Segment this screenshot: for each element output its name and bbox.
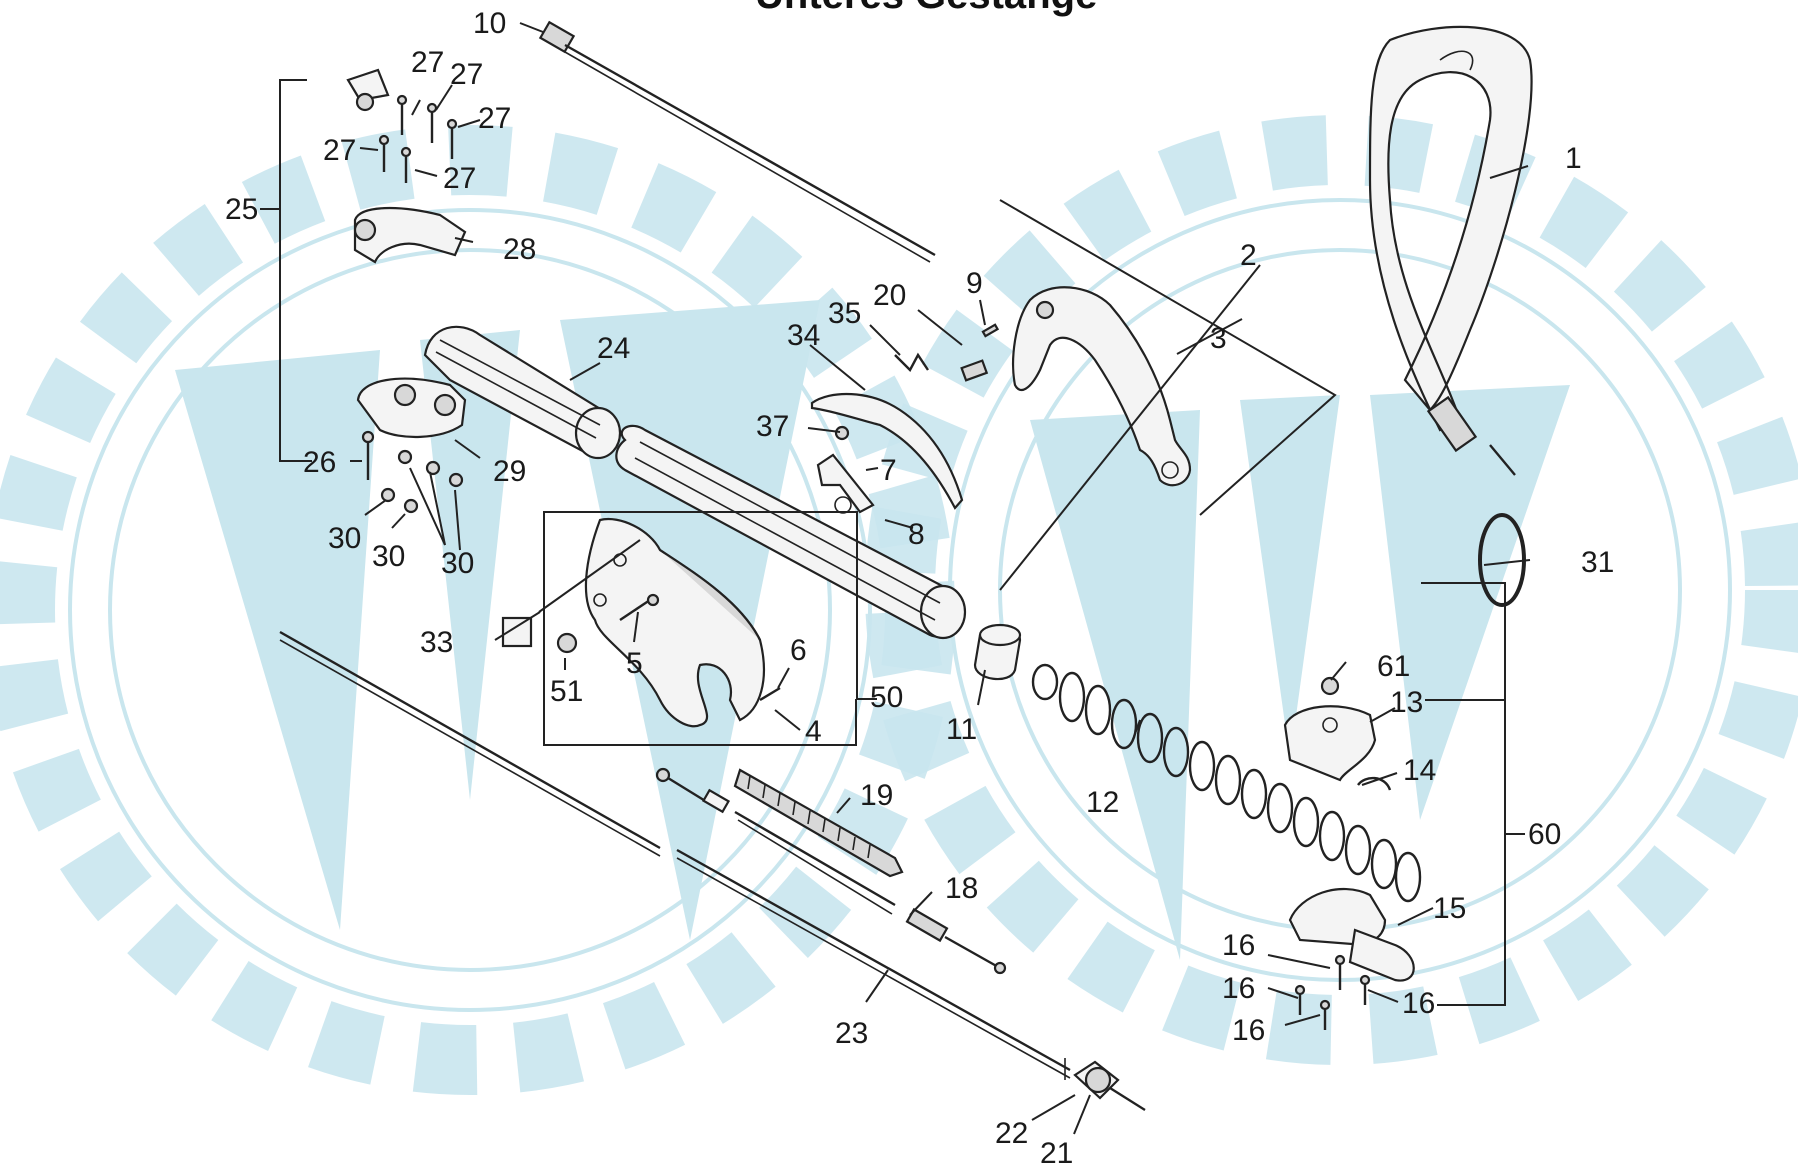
throttle-cable-part (655, 767, 1007, 975)
callout-14: 14 (1403, 754, 1436, 787)
callout-2: 2 (1240, 239, 1257, 272)
callout-27b: 27 (450, 58, 483, 91)
watermark-logo (0, 115, 1798, 1095)
callout-60: 60 (1528, 818, 1561, 851)
clamp-lower-29 (356, 377, 467, 438)
callout-61: 61 (1377, 650, 1410, 683)
grip-sleeve-part (423, 325, 622, 460)
screws-16 (1294, 954, 1371, 1030)
main-tube-part (615, 424, 967, 640)
watermark-w-right (1030, 385, 1570, 960)
callout-34: 34 (787, 319, 820, 352)
coil-spring-part (1031, 663, 1422, 903)
callout-21: 21 (1040, 1137, 1073, 1170)
callout-29: 29 (493, 455, 526, 488)
callout-1: 1 (1565, 142, 1582, 175)
callout-31: 31 (1581, 546, 1614, 579)
callout-10: 10 (473, 7, 506, 40)
callout-26: 26 (303, 446, 336, 479)
callout-27d: 27 (323, 134, 356, 167)
callout-27a: 27 (411, 46, 444, 79)
callout-9: 9 (966, 267, 983, 300)
callout-50: 50 (870, 681, 903, 714)
callout-13: 13 (1390, 686, 1423, 719)
callout-25: 25 (225, 193, 258, 226)
callout-5: 5 (626, 647, 643, 680)
callout-3: 3 (1210, 322, 1227, 355)
cable-spring-part (733, 768, 904, 878)
nuts-30 (380, 449, 464, 514)
callout-30c: 30 (441, 547, 474, 580)
callout-8: 8 (908, 518, 925, 551)
callout-16b: 16 (1222, 972, 1255, 1005)
callout-22: 22 (995, 1117, 1028, 1150)
callout-16a: 16 (1222, 929, 1255, 962)
rear-handle-shell-part (1012, 286, 1192, 487)
clamp-upper-28 (353, 207, 467, 264)
callout-15: 15 (1433, 892, 1466, 925)
callout-4: 4 (805, 715, 822, 748)
callout-20: 20 (873, 279, 906, 312)
callout-12: 12 (1086, 786, 1119, 819)
callout-19: 19 (860, 779, 893, 812)
callout-24: 24 (597, 332, 630, 365)
leader-lines (260, 22, 1531, 1135)
callout-27e: 27 (443, 162, 476, 195)
throttle-trigger-part (810, 323, 1000, 514)
lower-clamp-assembly-part (1283, 676, 1415, 1030)
callout-28: 28 (503, 233, 536, 266)
drive-shaft-part (279, 630, 1071, 1079)
callout-33: 33 (420, 626, 453, 659)
callout-16d: 16 (1232, 1014, 1265, 1047)
nut-51 (556, 632, 578, 654)
callout-18: 18 (945, 872, 978, 905)
callout-16c: 16 (1402, 987, 1435, 1020)
callout-6: 6 (790, 634, 807, 667)
diagram-title: Unteres Gestänge (755, 0, 1097, 17)
callout-51: 51 (550, 675, 583, 708)
callout-labels: 1 2 3 4 5 6 7 8 9 10 11 12 13 14 15 16 1… (225, 7, 1614, 1170)
callout-11: 11 (946, 713, 977, 746)
screws-27 (378, 94, 458, 183)
callout-30a: 30 (328, 522, 361, 555)
clamp-assembly-part (346, 68, 467, 514)
shoulder-strap-part (1368, 25, 1533, 476)
callout-7: 7 (880, 454, 897, 487)
cable-tie-part (538, 20, 936, 263)
callout-27c: 27 (478, 102, 511, 135)
bushing-part (973, 623, 1022, 681)
callout-35: 35 (828, 297, 861, 330)
shaft-bearing-part (1064, 1058, 1146, 1112)
callout-37: 37 (756, 410, 789, 443)
callout-23: 23 (835, 1017, 868, 1050)
callout-30b: 30 (372, 540, 405, 573)
